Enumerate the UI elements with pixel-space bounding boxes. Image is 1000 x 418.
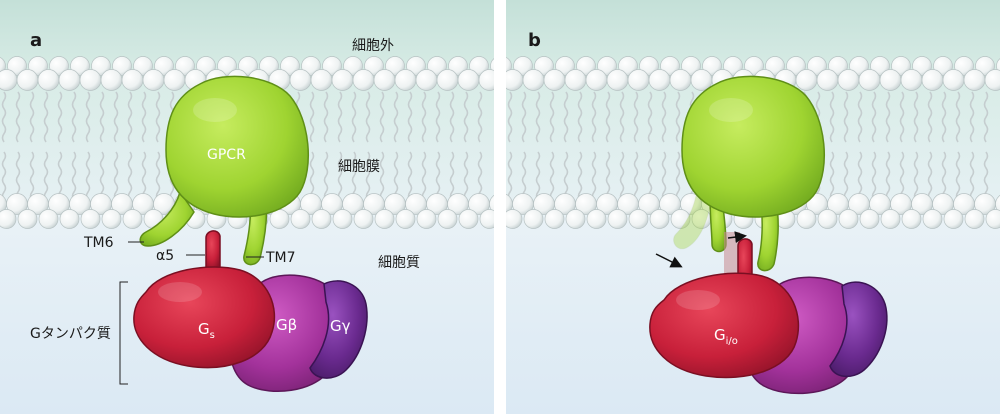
lipid-head [17,70,38,91]
g-protein-label: Gタンパク質 [30,326,111,342]
lipid-head [311,70,332,91]
lipid-head [416,70,437,91]
lipid-head [523,70,544,91]
lipid-head [902,210,921,229]
lipid-head [880,70,901,91]
lipid-head [38,70,59,91]
lipid-head [0,70,17,91]
lipid-head [964,70,985,91]
lipid-head [649,70,670,91]
lipid-head [164,70,185,91]
panel-a-letter: a [30,30,42,51]
lipid-head [354,210,373,229]
lipid-head [923,210,942,229]
lipid-head [312,210,331,229]
lipid-head [565,70,586,91]
lipid-head [101,70,122,91]
cytoplasm-label: 細胞質 [378,255,420,271]
lipid-head [608,210,627,229]
lipid-head [437,70,458,91]
lipid-head [965,210,984,229]
alpha5-label: α5 [156,248,174,264]
panel-b-letter: b [528,30,541,51]
lipid-head [122,70,143,91]
lipid-head [650,210,669,229]
lipid-head [544,70,565,91]
lipid-head [353,70,374,91]
lipid-head [943,70,964,91]
lipid-head [817,70,838,91]
lipid-head [81,210,100,229]
lipid-head [396,210,415,229]
lipid-head [332,70,353,91]
gs-subscript: s [210,330,215,341]
lipid-head [290,70,311,91]
lipid-head [818,210,837,229]
lipid-head [922,70,943,91]
panel-divider [494,0,506,414]
lipid-head [143,70,164,91]
lipid-head [374,70,395,91]
lipid-head [458,70,479,91]
lipid-head [901,70,922,91]
lipid-head [438,210,457,229]
lipid-head [18,210,37,229]
lipid-head [0,210,16,229]
lipid-head [333,210,352,229]
ggamma-label: Gγ [330,317,351,335]
lipid-head [587,210,606,229]
lipid-head [944,210,963,229]
lipid-head [838,70,859,91]
lipid-head [839,210,858,229]
lipid-head [80,70,101,91]
gpcr-label: GPCR [207,147,246,163]
tm7-label: TM7 [265,250,296,266]
lipid-head [881,210,900,229]
lipid-head [796,70,817,91]
lipid-head [566,210,585,229]
extracellular-label: 細胞外 [352,38,394,54]
lipid-head [291,210,310,229]
lipid-head [524,210,543,229]
lipid-head [607,70,628,91]
lipid-head [39,210,58,229]
lipid-head [545,210,564,229]
lipid-head [123,210,142,229]
membrane-label: 細胞膜 [338,159,380,175]
lipid-head [59,70,80,91]
gio-subscript: i/o [726,336,738,347]
lipid-head [628,70,649,91]
lipid-head [459,210,478,229]
gbeta-label: Gβ [276,316,297,334]
lipid-head [629,210,648,229]
lipid-head [586,70,607,91]
lipid-head [60,210,79,229]
lipid-head [395,70,416,91]
lipid-head [375,210,394,229]
tm6-label: TM6 [83,235,114,251]
lipid-head [417,210,436,229]
lipid-head [860,210,879,229]
lipid-head [102,210,121,229]
lipid-head [670,70,691,91]
lipid-head [859,70,880,91]
lipid-head [797,210,816,229]
